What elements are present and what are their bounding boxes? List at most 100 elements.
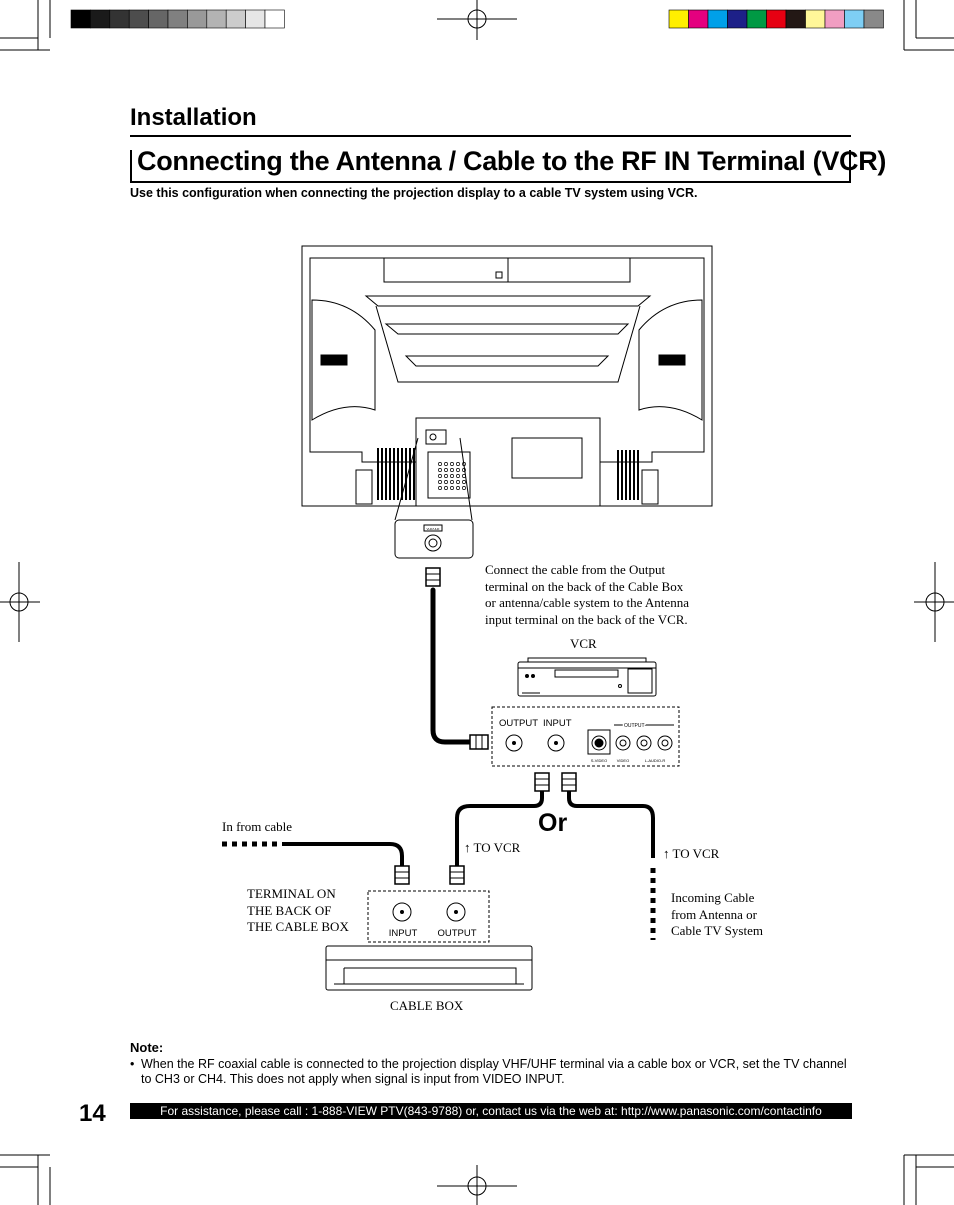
gray-swatch [245, 9, 266, 29]
tv-jack [456, 480, 460, 484]
vcr-output-label: OUTPUT [499, 718, 538, 729]
color-swatch [727, 9, 748, 29]
vcr-svideo-label: S-VIDEO [591, 758, 607, 763]
note-bullet: • [130, 1057, 135, 1071]
tv-jack [450, 486, 454, 490]
terminal-label-line: THE BACK OF [247, 902, 332, 918]
intro-text: Use this configuration when connecting t… [130, 186, 698, 200]
tv-jack [444, 486, 448, 490]
gray-swatch [70, 9, 91, 29]
tv-jack [456, 468, 460, 472]
terminal-label-line: THE CABLE BOX [247, 919, 349, 934]
tv-jack [456, 474, 460, 478]
coax-cable-in-from-cable [222, 841, 465, 885]
incoming-cable-line: from Antenna or [671, 906, 757, 922]
tv-jack [450, 462, 454, 466]
to-vcr-label-right: ↑ TO VCR [663, 846, 720, 861]
title-frame-left [130, 150, 132, 181]
tv-jack [444, 462, 448, 466]
connect-note-line: or antenna/cable system to the Antenna [485, 595, 689, 610]
footer-assistance-bar: For assistance, please call : 1-888-VIEW… [130, 1103, 852, 1119]
note-text: When the RF coaxial cable is connected t… [141, 1057, 847, 1086]
in-from-cable-label: In from cable [222, 819, 293, 834]
cablebox-input-label: INPUT [389, 928, 418, 939]
cable-box [325, 945, 533, 991]
color-calibration-bar [668, 9, 884, 29]
color-swatch [746, 9, 767, 29]
connect-note-line: terminal on the back of the Cable Box [485, 578, 684, 594]
gray-swatch [90, 9, 111, 29]
vcr-video-label: VIDEO [617, 758, 629, 763]
gray-swatch [206, 9, 227, 29]
gray-swatch [225, 9, 246, 29]
tv-rear-panel [301, 245, 713, 507]
tv-jack [450, 480, 454, 484]
tv-jack [438, 468, 442, 472]
cable-box-terminals [367, 890, 490, 943]
registration-mark-top [437, 0, 517, 40]
tv-jack [462, 480, 466, 484]
color-swatch [688, 9, 709, 29]
connect-note-line: input terminal on the back of the VCR. [485, 611, 688, 627]
grayscale-calibration-bar [70, 9, 285, 29]
or-label: Or [538, 809, 567, 837]
page-title: Connecting the Antenna / Cable to the RF… [137, 146, 887, 176]
cablebox-output-label: OUTPUT [437, 928, 476, 939]
tv-jack [444, 474, 448, 478]
registration-mark-left [0, 562, 40, 642]
color-swatch [863, 9, 884, 29]
tv-jack [456, 462, 460, 466]
color-swatch [707, 9, 728, 29]
gray-swatch [109, 9, 130, 29]
tv-vents [377, 448, 639, 500]
rf-in-terminal [394, 437, 474, 559]
title-frame-right [849, 150, 851, 181]
tv-jack [450, 468, 454, 472]
tv-jack [462, 486, 466, 490]
color-swatch [668, 9, 689, 29]
section-title: Installation [130, 104, 257, 131]
tv-jack [438, 480, 442, 484]
tv-jack [444, 480, 448, 484]
gray-swatch [128, 9, 149, 29]
tv-jack [438, 462, 442, 466]
coax-cable-tv-to-vcr [425, 567, 489, 750]
coax-cables-to-vcr-input [455, 772, 656, 940]
color-swatch [805, 9, 826, 29]
to-vcr-label-left: ↑ TO VCR [464, 840, 521, 855]
vcr-audio-label: L-AUDIO-R [645, 758, 666, 763]
rf-in-label: VHF/UHF [427, 527, 440, 531]
connect-note: Connect the cable from the Output termin… [485, 562, 689, 628]
gray-swatch [167, 9, 188, 29]
title-divider [130, 181, 851, 183]
registration-mark-right [914, 562, 954, 642]
connect-note-line: Connect the cable from the Output [485, 562, 666, 577]
color-swatch [844, 9, 865, 29]
gray-swatch [148, 9, 169, 29]
vcr-label: VCR [570, 636, 597, 651]
tv-jack [450, 474, 454, 478]
gray-swatch [187, 9, 208, 29]
note-heading: Note: [130, 1040, 164, 1055]
note-body: • When the RF coaxial cable is connected… [130, 1057, 852, 1087]
vcr-av-output-label: OUTPUT [624, 723, 645, 729]
page-number: 14 [79, 1100, 106, 1127]
incoming-cable-line: Incoming Cable [671, 890, 755, 905]
registration-mark-bottom [437, 1165, 517, 1205]
cable-box-label: CABLE BOX [390, 998, 464, 1013]
cable-box-terminal-label: TERMINAL ON THE BACK OF THE CABLE BOX [247, 886, 349, 936]
section-divider [130, 135, 851, 137]
tv-input-jacks [438, 462, 466, 490]
vcr-input-label: INPUT [543, 718, 572, 729]
tv-jack [456, 486, 460, 490]
color-swatch [824, 9, 845, 29]
vcr-front [517, 657, 657, 697]
color-swatch [766, 9, 787, 29]
terminal-label-line: TERMINAL ON [247, 886, 336, 901]
incoming-cable-line: Cable TV System [671, 923, 763, 938]
tv-jack [444, 468, 448, 472]
gray-swatch [264, 9, 285, 29]
color-swatch [785, 9, 806, 29]
